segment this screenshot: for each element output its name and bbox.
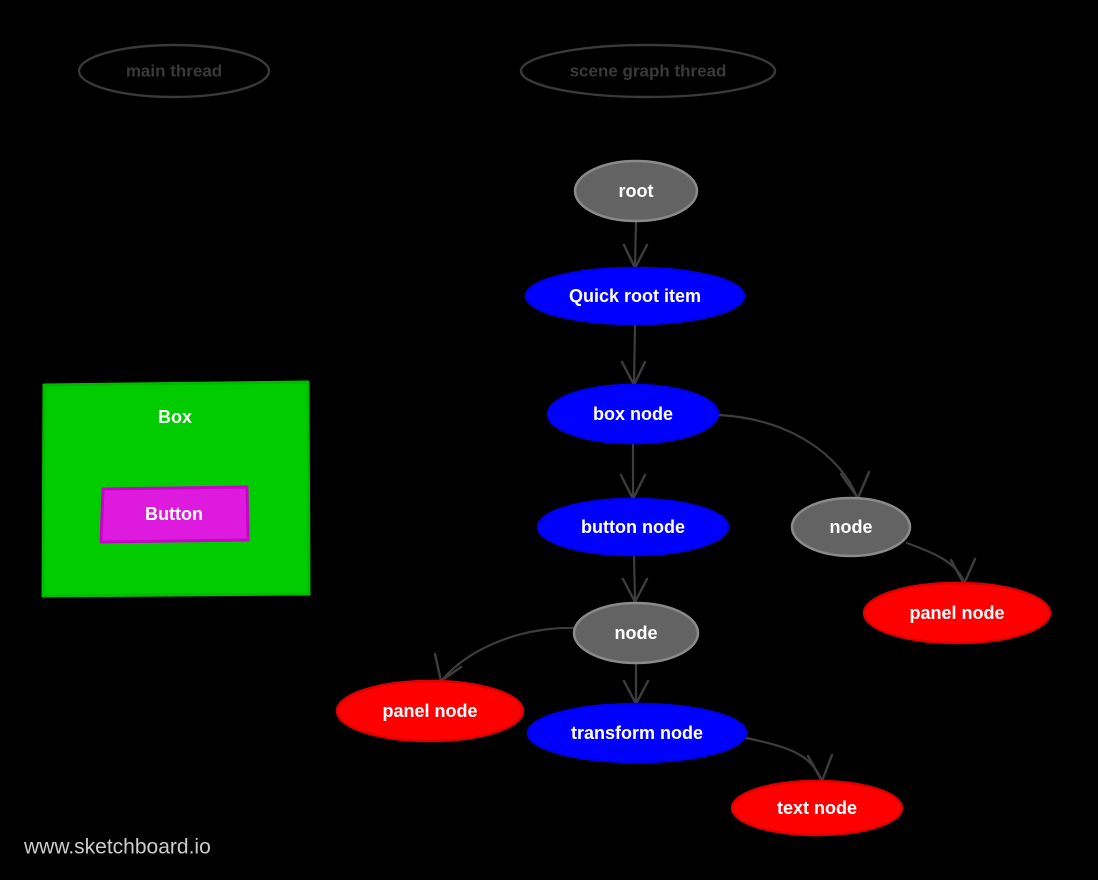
node-quick-root-item[interactable]: Quick root item — [524, 266, 746, 326]
node-button-node[interactable]: button node — [536, 497, 730, 557]
node-text-node-ellipse[interactable] — [730, 779, 904, 837]
button-shape-body[interactable] — [99, 485, 250, 544]
swimlane-main-thread[interactable]: main thread — [77, 43, 271, 99]
swimlane-group: main thread scene graph thread — [77, 43, 777, 99]
edge-transform-node-to-text-node — [744, 736, 834, 783]
swimlane-scene-graph-thread-ellipse[interactable] — [519, 43, 777, 99]
node-transform-node[interactable]: transform node — [526, 702, 748, 764]
swimlane-main-thread-ellipse[interactable] — [77, 43, 271, 99]
swimlane-scene-graph-thread-label: scene graph thread — [570, 61, 727, 80]
arrow-head-icon — [433, 652, 463, 683]
ui-mockup-group: Box Button — [41, 380, 311, 598]
node-transform-node-ellipse[interactable] — [526, 702, 748, 764]
node-node-center[interactable]: node — [572, 601, 700, 665]
edge-line — [905, 541, 966, 584]
node-root[interactable]: root — [573, 159, 699, 223]
node-node-right-ellipse[interactable] — [790, 496, 912, 558]
node-panel-node-left[interactable]: panel node — [335, 679, 525, 743]
node-text-node[interactable]: text node — [730, 779, 904, 837]
arrow-head-icon — [949, 557, 977, 586]
watermark-label: www.sketchboard.io — [23, 836, 211, 859]
edge-line — [633, 220, 638, 268]
node-node-center-ellipse[interactable] — [572, 601, 700, 665]
edge-node-center-to-transform-node — [622, 661, 650, 706]
node-panel-node-left-ellipse[interactable] — [335, 679, 525, 743]
edge-button-node-to-node-center — [621, 554, 649, 604]
swimlane-scene-graph-thread[interactable]: scene graph thread — [519, 43, 777, 99]
node-panel-node-right-ellipse[interactable] — [862, 581, 1052, 645]
node-panel-node-right[interactable]: panel node — [862, 581, 1052, 645]
edge-node-center-to-panel-node-left — [433, 626, 576, 683]
node-button-node-ellipse[interactable] — [536, 497, 730, 557]
edge-line — [632, 323, 637, 385]
edge-quick-root-item-to-box-node — [620, 323, 647, 387]
node-box-node-ellipse[interactable] — [546, 383, 720, 445]
arrow-head-icon — [806, 753, 834, 783]
swimlane-main-thread-label: main thread — [126, 61, 222, 80]
node-quick-root-item-ellipse[interactable] — [524, 266, 746, 326]
edge-root-to-quick-root-item — [622, 220, 649, 270]
edge-line — [717, 413, 859, 499]
edge-node-right-to-panel-node-right — [905, 541, 977, 586]
edge-line — [632, 554, 637, 602]
node-node-right[interactable]: node — [790, 496, 912, 558]
edge-box-node-to-button-node — [619, 442, 647, 501]
edge-box-node-to-node-right — [717, 413, 871, 500]
node-root-ellipse[interactable] — [573, 159, 699, 223]
edge-line — [441, 626, 576, 681]
button-shape[interactable]: Button — [99, 485, 250, 544]
nodes-group: root Quick root item box node node butto… — [335, 159, 1052, 837]
node-box-node[interactable]: box node — [546, 383, 720, 445]
